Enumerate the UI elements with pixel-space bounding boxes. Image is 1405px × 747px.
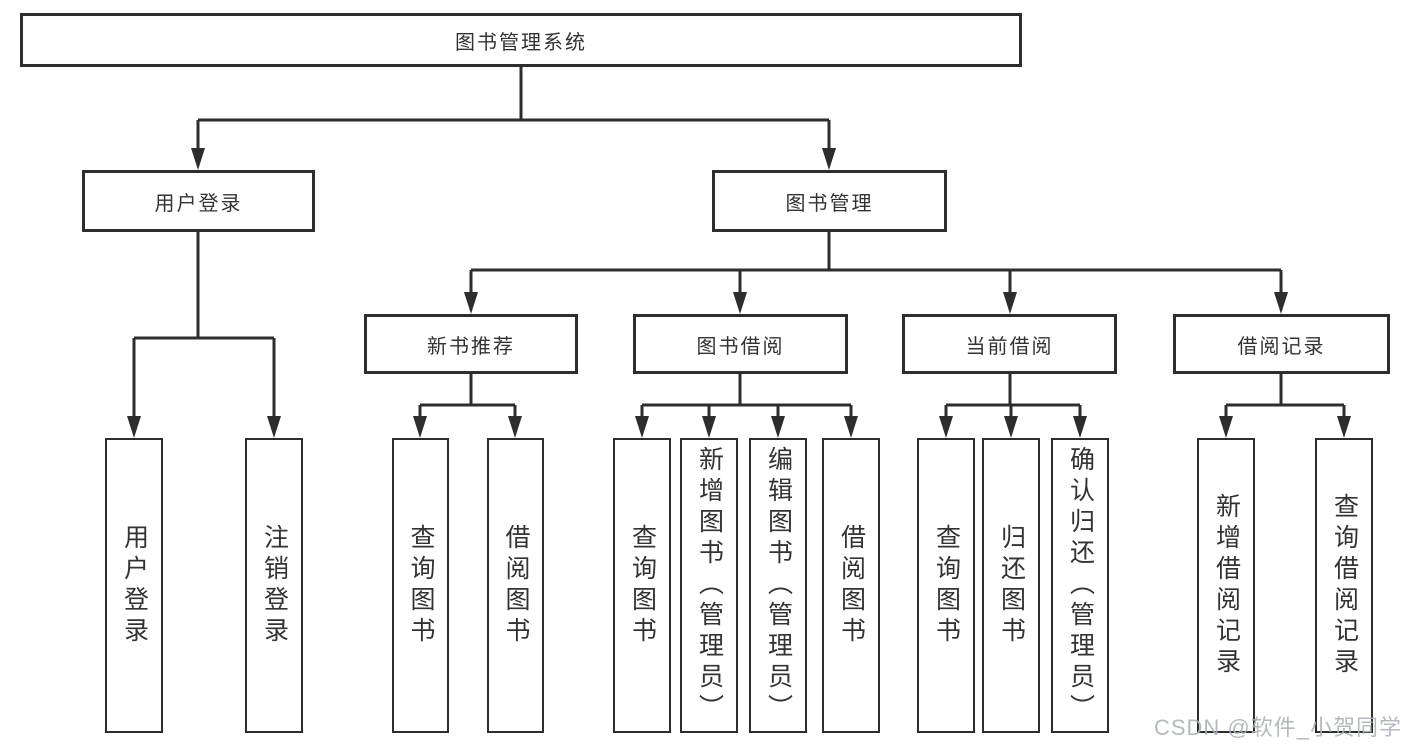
- leaf-borrow-books-recommend: 借阅图书: [487, 438, 544, 733]
- leaf-add-borrow-record: 新增借阅记录: [1197, 438, 1255, 733]
- leaf-user-login: 用户登录: [105, 438, 163, 733]
- leaf-confirm-return-admin: 确认归还（管理员）: [1051, 438, 1109, 733]
- leaf-add-books-admin: 新增图书（管理员）: [680, 438, 738, 733]
- node-current-borrowing: 当前借阅: [902, 314, 1117, 374]
- leaf-label: 借阅图书: [502, 523, 530, 648]
- leaf-query-books-borrowing: 查询图书: [613, 438, 671, 733]
- node-root: 图书管理系统: [20, 13, 1022, 67]
- leaf-query-borrow-record: 查询借阅记录: [1315, 438, 1373, 733]
- node-book-management: 图书管理: [712, 170, 947, 232]
- leaf-label: 归还图书: [997, 523, 1026, 648]
- leaf-label: 注销登录: [260, 523, 289, 648]
- leaf-label: 新增图书（管理员）: [695, 446, 724, 725]
- leaf-query-books-recommend: 查询图书: [392, 438, 449, 733]
- leaf-label: 查询图书: [407, 523, 435, 648]
- leaf-label: 用户登录: [120, 523, 149, 648]
- node-book-borrowing: 图书借阅: [633, 314, 848, 374]
- leaf-label: 查询图书: [628, 523, 657, 648]
- leaf-return-books: 归还图书: [982, 438, 1040, 733]
- leaf-borrow-books-borrowing: 借阅图书: [822, 438, 880, 733]
- leaf-label: 借阅图书: [837, 523, 866, 648]
- leaf-query-books-current: 查询图书: [917, 438, 975, 733]
- leaf-label: 确认归还（管理员）: [1066, 446, 1095, 725]
- leaf-label: 查询图书: [932, 523, 961, 648]
- leaf-label: 查询借阅记录: [1330, 492, 1359, 679]
- leaf-edit-books-admin: 编辑图书（管理员）: [749, 438, 807, 733]
- leaf-label: 新增借阅记录: [1212, 492, 1241, 679]
- node-borrowing-records: 借阅记录: [1173, 314, 1390, 374]
- node-new-book-recommendation: 新书推荐: [364, 314, 578, 374]
- leaf-label: 编辑图书（管理员）: [764, 446, 793, 725]
- leaf-logout: 注销登录: [245, 438, 303, 733]
- node-user-login: 用户登录: [82, 170, 315, 232]
- csdn-watermark: CSDN @软件_小贺同学: [1153, 715, 1402, 740]
